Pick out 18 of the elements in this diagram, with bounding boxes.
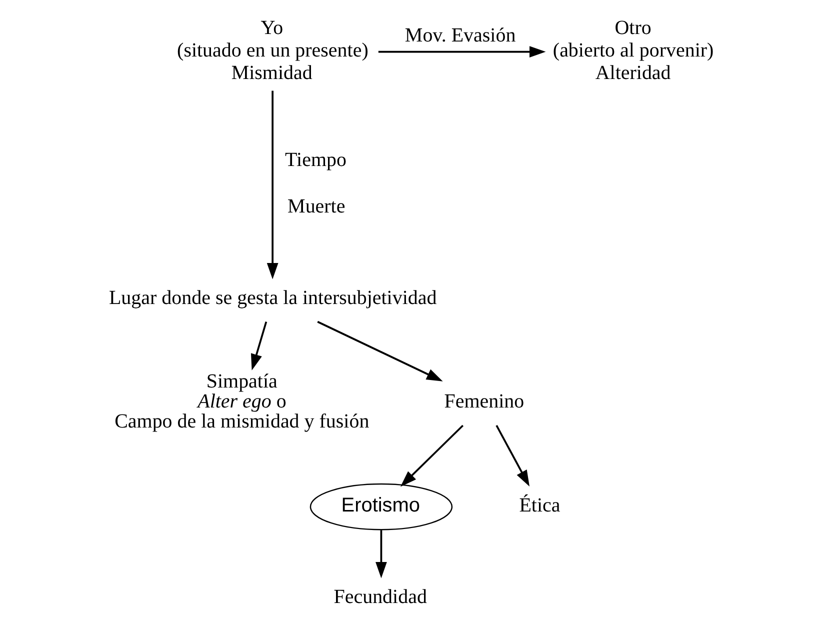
arrow bbox=[316, 320, 442, 382]
label: Tiempo bbox=[284, 148, 346, 171]
node-text: Femenino bbox=[444, 390, 524, 412]
node-ellipse: Erotismo bbox=[309, 483, 452, 530]
node-text: Lugar donde se gesta la intersubjetividad bbox=[108, 286, 436, 309]
node-text: Otro (abierto al porvenir) Alteridad bbox=[552, 17, 714, 84]
arrow bbox=[266, 90, 278, 280]
node-text: Ética bbox=[518, 494, 560, 517]
node-text: Fecundidad bbox=[333, 586, 426, 608]
node-text: Yo (situado en un presente) Mismidad bbox=[176, 17, 368, 84]
label: Muerte bbox=[287, 195, 345, 218]
arrow bbox=[375, 530, 386, 578]
edge-label: Mov. Evasión bbox=[404, 24, 516, 47]
arrow bbox=[250, 321, 267, 370]
node-text: Simpatía Alter ego o Campo de la mismidad y fusión bbox=[114, 370, 369, 432]
arrow bbox=[400, 424, 464, 487]
arrow bbox=[495, 425, 530, 487]
arrow bbox=[378, 46, 546, 58]
